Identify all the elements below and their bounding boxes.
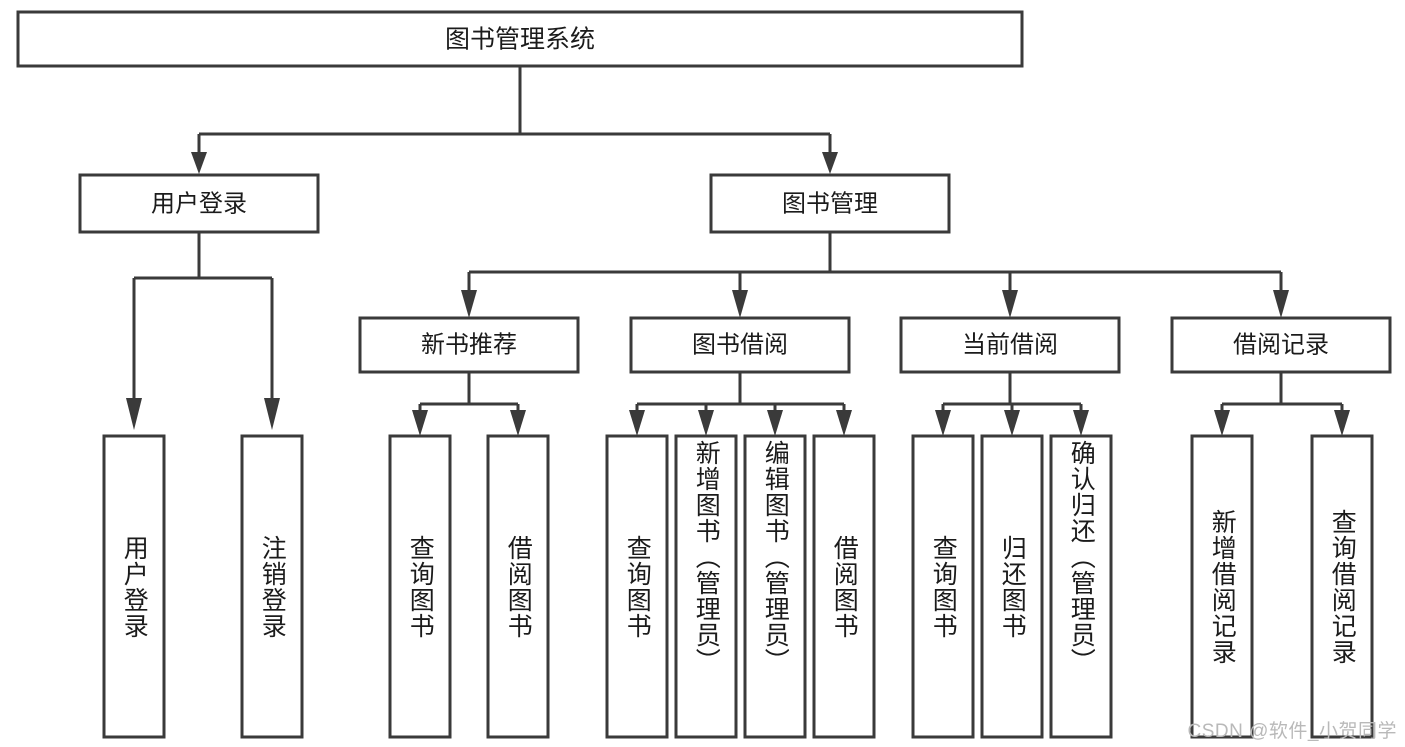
leaf-box-query-book-borrow[interactable] xyxy=(605,434,669,739)
arrowhead-book-manage xyxy=(822,152,838,174)
arrowhead-leaf-2 xyxy=(264,398,280,430)
node-root-box[interactable] xyxy=(16,10,1024,68)
node-book-borrow-label: 图书借阅 xyxy=(692,331,788,358)
arrowhead-leaf-5 xyxy=(629,410,645,436)
connectors-book-manage-to-level3 xyxy=(461,232,1289,318)
node-new-book-recommend-label: 新书推荐 xyxy=(421,331,517,358)
node-new-book-recommend[interactable]: 新书推荐 xyxy=(358,316,580,374)
leaf-box-logout[interactable] xyxy=(240,434,304,739)
leaf-box-user-login[interactable] xyxy=(102,434,166,739)
node-borrow-record[interactable]: 借阅记录 xyxy=(1170,316,1392,374)
connectors-current-borrow-to-leaves xyxy=(935,372,1089,436)
leaf-box-add-borrow-record[interactable] xyxy=(1190,434,1254,739)
node-borrow-record-box[interactable] xyxy=(1170,316,1392,374)
leaf-box-query-borrow-record[interactable] xyxy=(1310,434,1374,739)
leaf-box-add-book-admin[interactable] xyxy=(674,434,738,739)
node-new-book-recommend-box[interactable] xyxy=(358,316,580,374)
node-current-borrow[interactable]: 当前借阅 xyxy=(899,316,1121,374)
arrowhead-book-borrow xyxy=(732,290,748,318)
leaf-box-query-book-current[interactable] xyxy=(911,434,975,739)
node-user-login[interactable]: 用户登录 xyxy=(78,173,320,234)
leaf-boxes xyxy=(102,434,1374,739)
arrowhead-leaf-1 xyxy=(126,398,142,430)
arrowhead-borrow-record xyxy=(1273,290,1289,318)
arrowhead-leaf-3 xyxy=(412,410,428,436)
connectors-book-borrow-to-leaves xyxy=(629,372,852,436)
arrowhead-new-book xyxy=(461,290,477,318)
node-book-manage-label: 图书管理 xyxy=(782,190,878,217)
leaf-box-query-book-new[interactable] xyxy=(388,434,452,739)
node-book-manage[interactable]: 图书管理 xyxy=(709,173,951,234)
arrowhead-leaf-7 xyxy=(767,410,783,436)
arrowhead-leaf-4 xyxy=(510,410,526,436)
node-current-borrow-label: 当前借阅 xyxy=(962,331,1058,358)
node-book-borrow-box[interactable] xyxy=(629,316,851,374)
node-current-borrow-box[interactable] xyxy=(899,316,1121,374)
csdn-watermark: CSDN @软件_小贺同学 xyxy=(1187,721,1397,742)
arrowhead-leaf-6 xyxy=(698,410,714,436)
node-user-login-label: 用户登录 xyxy=(151,190,247,217)
arrowhead-leaf-11 xyxy=(1073,410,1089,436)
arrowhead-leaf-12 xyxy=(1214,410,1230,436)
leaf-box-borrow-book-new[interactable] xyxy=(486,434,550,739)
node-borrow-record-label: 借阅记录 xyxy=(1233,331,1329,358)
arrowhead-leaf-8 xyxy=(836,410,852,436)
arrowhead-current-borrow xyxy=(1002,290,1018,318)
node-root[interactable]: 图书管理系统 xyxy=(16,10,1024,68)
arrowhead-leaf-9 xyxy=(935,410,951,436)
arrowhead-leaf-13 xyxy=(1334,410,1350,436)
connectors-borrow-record-to-leaves xyxy=(1214,372,1350,436)
node-root-label: 图书管理系统 xyxy=(445,26,595,54)
leaf-box-edit-book-admin[interactable] xyxy=(743,434,807,739)
leaf-box-return-book[interactable] xyxy=(980,434,1044,739)
arrowhead-leaf-10 xyxy=(1004,410,1020,436)
node-book-borrow[interactable]: 图书借阅 xyxy=(629,316,851,374)
connectors-root-to-level2 xyxy=(191,66,838,174)
arrowhead-user-login xyxy=(191,152,207,174)
node-book-manage-box[interactable] xyxy=(709,173,951,234)
connectors-user-login-to-leaves xyxy=(126,232,280,430)
node-user-login-box[interactable] xyxy=(78,173,320,234)
connectors-new-book-to-leaves xyxy=(412,372,526,436)
leaf-box-borrow-book[interactable] xyxy=(812,434,876,739)
leaf-box-confirm-return-admin[interactable] xyxy=(1049,434,1113,739)
